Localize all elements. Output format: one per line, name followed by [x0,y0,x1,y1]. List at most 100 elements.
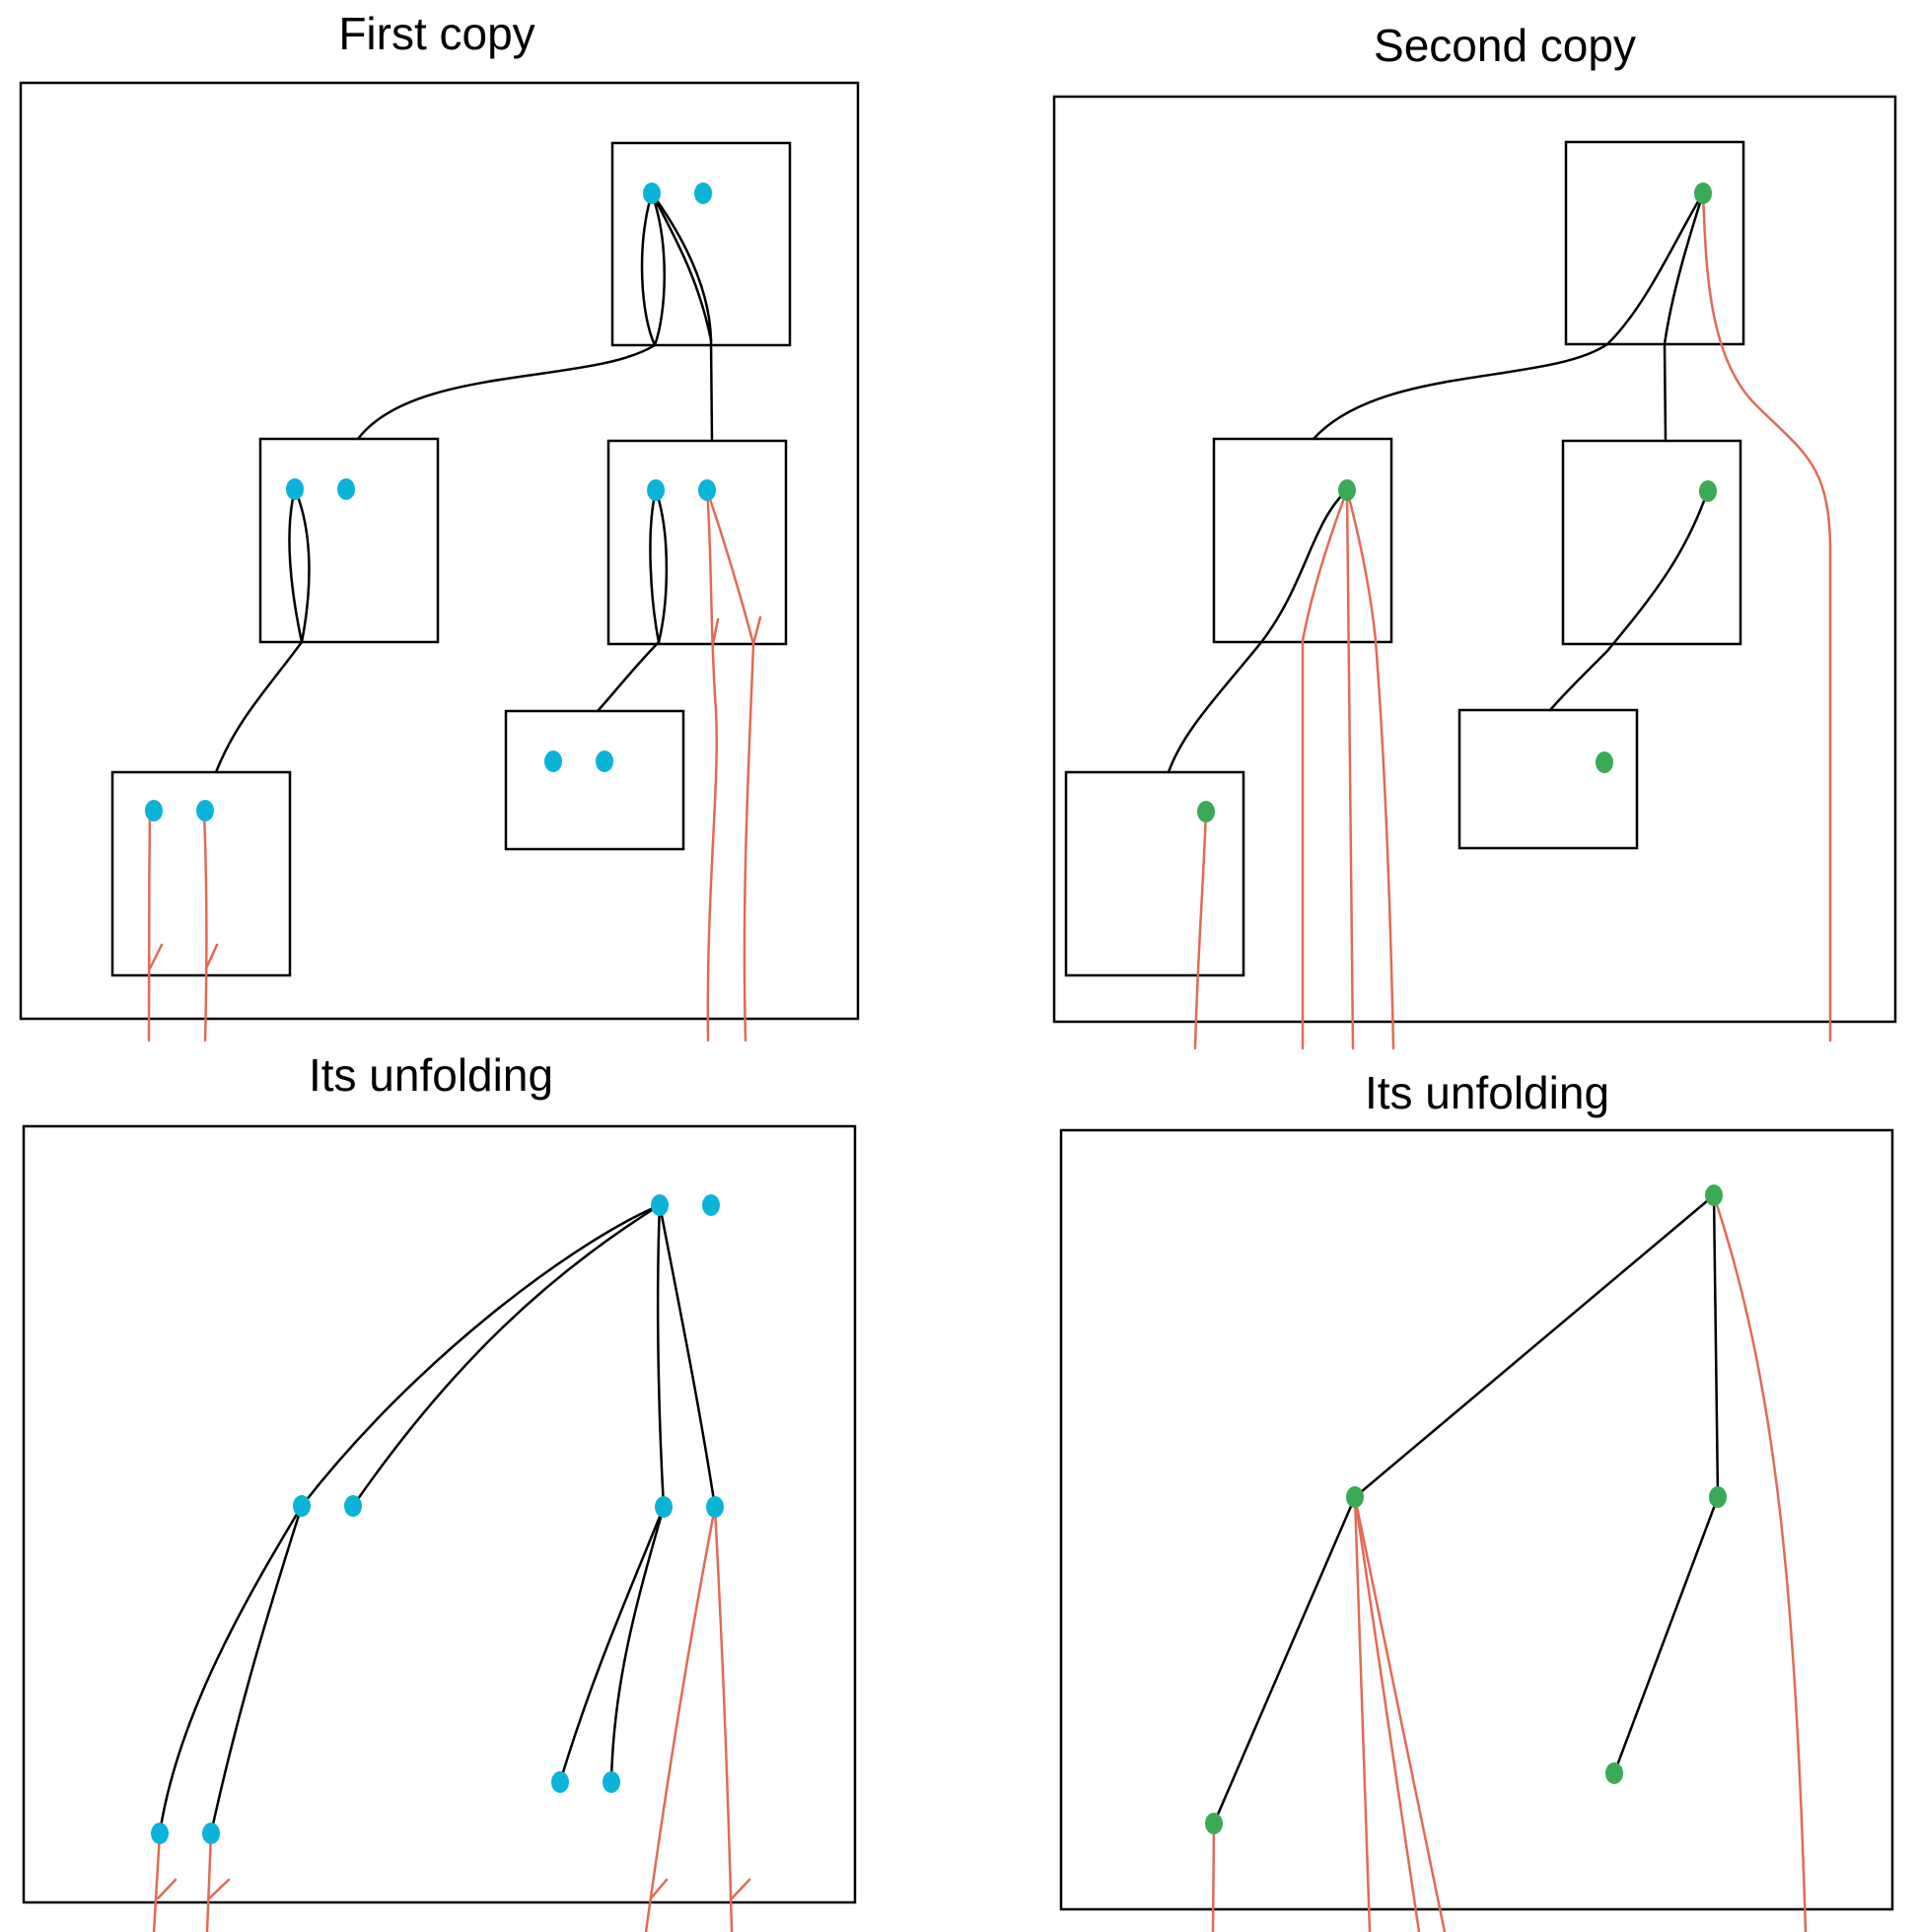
node-dot [202,1823,220,1844]
box-left-child [1212,437,1393,644]
red-edge-tick [649,1878,669,1900]
red-edge-tick [207,1878,231,1900]
node-dot [603,1771,620,1793]
node-dot [1709,1486,1727,1508]
node-dot [647,479,665,501]
edge [649,488,661,644]
edge [351,1203,662,1508]
red-edge [202,809,208,1042]
box-root [610,141,792,347]
red-edge [1353,1495,1421,1932]
edge [1612,1495,1720,1775]
red-edge [1193,810,1208,1050]
edge [1605,191,1705,346]
edge [650,191,713,342]
red-edge-tick [711,617,720,646]
red-edge [713,1505,734,1932]
red-edge [1701,191,1832,1042]
edge [558,1505,666,1784]
node-dot [1596,751,1613,773]
edge [640,191,657,347]
red-edge [147,809,152,1042]
red-edge [644,1505,717,1932]
edge [1212,1495,1357,1825]
node-dot [551,1771,569,1793]
edge [658,1203,717,1509]
node-dot [698,479,716,501]
panel-unfolding-first: Its unfolding [22,1049,857,1932]
red-edge [1345,488,1355,1050]
node-dot [655,1496,673,1518]
red-edge [152,1831,162,1932]
edge [1663,191,1705,346]
panel-unfolding-second: Its unfolding [1059,1067,1894,1932]
red-edge [205,1831,213,1932]
edge [650,191,713,342]
red-edge-tick [148,943,164,970]
node-dot [694,182,712,204]
edge [293,487,311,644]
red-edge [1353,1495,1447,1932]
node-dot [1197,801,1215,823]
panel-frame [22,1124,857,1904]
edge [300,1203,662,1508]
red-edge-tick [751,615,762,646]
red-edge [705,488,718,1042]
box-right-child [606,439,788,646]
node-dot [702,1194,720,1216]
panel-title-second-copy: Second copy [1374,20,1636,71]
node-dot [1338,479,1356,501]
edge [1312,342,1609,441]
node-dot [286,478,304,500]
edge [356,343,657,441]
red-edge-tick [156,1878,178,1900]
box-left-child [258,437,440,644]
red-edge [705,488,755,1042]
panel-first-copy: First copy [19,8,860,1042]
panel-frame [1059,1128,1894,1911]
edge [596,640,661,713]
edge [158,1504,304,1835]
node-dot [651,1194,669,1216]
node-dot [1705,1184,1723,1206]
red-edge [1353,1495,1372,1932]
edge [609,1505,666,1784]
edge [209,1504,304,1835]
edge [1548,488,1710,712]
box-left-grandchild [1064,770,1245,977]
box-root [1564,140,1745,346]
red-edge [1712,1193,1808,1932]
edge [654,488,669,644]
edge [1167,488,1349,774]
edge [709,338,714,443]
panel-title-unfolding-right: Its unfolding [1365,1067,1609,1118]
red-edge [1301,488,1349,1050]
box-right-grandchild [1457,708,1639,850]
node-dot [544,751,562,772]
red-edge-tick [730,1878,751,1900]
box-right-child [1561,439,1742,646]
edge [288,487,304,644]
node-dot [151,1823,169,1844]
node-dot [293,1495,311,1517]
box-right-grandchild [504,709,685,851]
node-dot [1694,182,1712,204]
node-dot [145,800,163,822]
node-dot [1346,1486,1364,1508]
edge [1663,342,1668,443]
panel-title-unfolding-left: Its unfolding [309,1049,553,1101]
node-dot [344,1495,362,1517]
red-edge [1211,1822,1216,1932]
node-dot [1699,480,1717,502]
panel-title-first-copy: First copy [338,8,534,59]
edge [214,640,304,774]
node-dot [337,478,355,500]
node-dot [196,800,214,822]
edge [1353,1193,1716,1499]
node-dot [706,1496,724,1518]
red-edge [1345,488,1395,1050]
node-dot [596,751,613,772]
panel-frame [19,81,860,1021]
box-left-grandchild [110,770,292,977]
